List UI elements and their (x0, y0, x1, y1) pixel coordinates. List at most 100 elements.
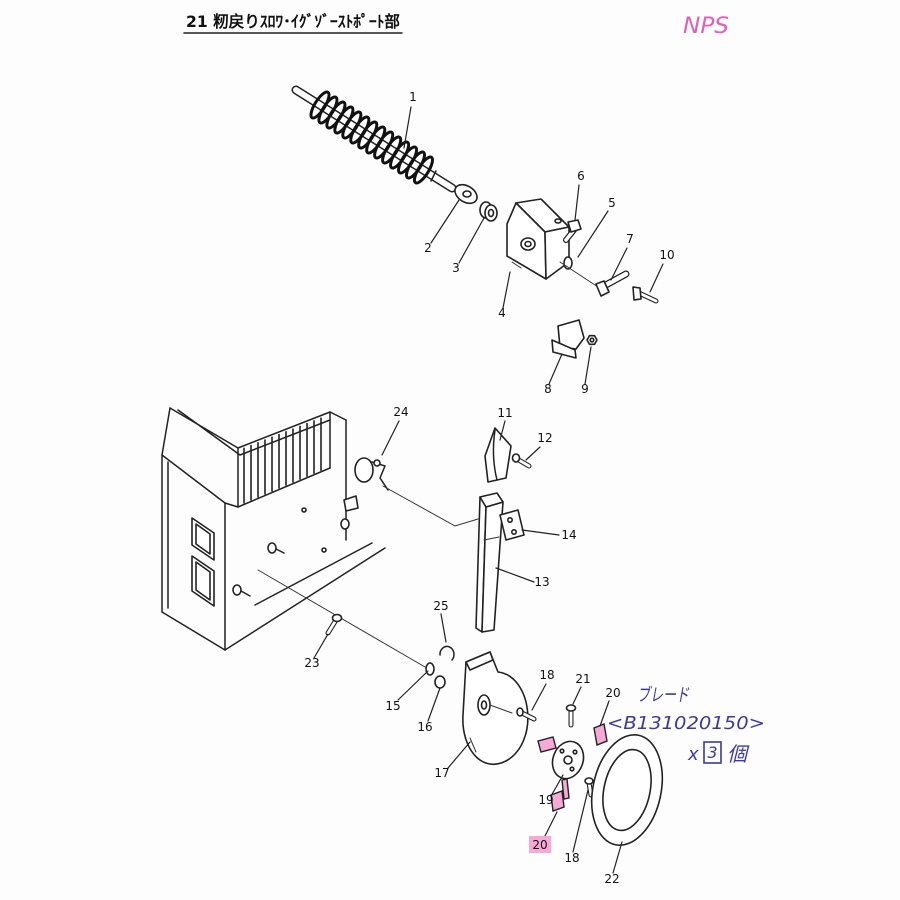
clip-cover (354, 457, 374, 483)
housing-right-face (544, 226, 570, 280)
leader-line (543, 811, 558, 839)
callout-19: 19 (538, 793, 553, 807)
leader-line (574, 184, 580, 221)
body-window-upper-inner (195, 523, 211, 555)
callout-20-highlight (529, 836, 551, 853)
callout-18-upper: 18 (539, 668, 554, 682)
washer-plate (454, 183, 478, 205)
callout-5: 5 (608, 196, 616, 210)
clip-eye (373, 459, 381, 467)
leader-line (447, 741, 471, 769)
cap-crease (492, 429, 498, 481)
callout-25: 25 (433, 599, 448, 613)
callout-23: 23 (304, 656, 319, 670)
housing-edge (469, 737, 477, 753)
leader-line (427, 687, 441, 722)
housing-block (506, 198, 570, 280)
body-edge (224, 547, 386, 651)
bolt-head (567, 219, 582, 233)
rivet-head (632, 286, 642, 301)
clip-spring (371, 461, 389, 491)
callout-20-upper: 20 (605, 686, 620, 700)
note-qty-prefix: x (687, 744, 699, 765)
bracket-14 (499, 509, 525, 541)
auger-shaft (293, 87, 455, 191)
leader-line (381, 420, 400, 456)
bolt-head (565, 704, 577, 712)
callout-20-lower: 20 (532, 838, 547, 852)
rivet-shank (637, 291, 658, 303)
housing-bore-inner (524, 240, 532, 248)
bolt-shank (587, 781, 593, 797)
bolt-18-upper (516, 707, 537, 722)
housing-spout (465, 651, 494, 671)
callout-14: 14 (561, 528, 576, 542)
bolt-shank (326, 618, 338, 635)
leader-line (531, 683, 547, 711)
body-edge (161, 611, 226, 651)
clip-ring-25 (439, 645, 455, 661)
clip-24 (354, 457, 389, 491)
duct-seam (483, 536, 500, 541)
callout-6: 6 (577, 169, 585, 183)
housing-slot (511, 261, 522, 269)
body-bolt-shank (275, 548, 285, 554)
connection-line (382, 485, 479, 527)
body-edge (254, 542, 373, 606)
leader-line (610, 247, 628, 281)
leader-line (521, 529, 560, 536)
page-title: 21 籾戻りｽﾛﾜ･ｲｸﾞｿﾞｰｽﾄﾎﾟｰﾄ部 (186, 12, 400, 31)
bushing-hole (487, 208, 495, 218)
auger-shaft-step (430, 170, 437, 182)
body-edge (224, 502, 239, 508)
bolt-head (331, 613, 343, 623)
leader-line (525, 446, 541, 461)
body-window-lower-inner (195, 561, 211, 601)
bolt-head (595, 280, 610, 297)
bolt-shank (520, 711, 536, 721)
cap-11 (484, 427, 512, 483)
body-small-bracket (343, 495, 359, 512)
note-qty: 3 (707, 743, 717, 762)
body-bolt (267, 542, 277, 554)
blade-20-lower (550, 778, 570, 812)
callout-1: 1 (409, 90, 417, 104)
leader-line (403, 106, 412, 149)
leader-line (577, 210, 609, 258)
nps-stamp: NPS (683, 14, 729, 39)
callout-11: 11 (497, 406, 512, 420)
body-rivet (321, 547, 327, 553)
leader-line (502, 271, 511, 309)
bracket-plate (499, 509, 525, 541)
auger-flight (412, 155, 434, 185)
bracket-hole (510, 528, 517, 535)
bolt-7 (595, 270, 630, 297)
nut-hole (589, 337, 595, 343)
blade-20-right (593, 723, 608, 746)
bolt-head (516, 707, 524, 717)
body-rivet (301, 507, 307, 513)
callout-15: 15 (385, 699, 400, 713)
callout-22: 22 (604, 872, 619, 886)
blade-arm (561, 778, 570, 800)
duct-front (481, 501, 504, 633)
hub-center (563, 755, 573, 765)
housing-volute (462, 651, 529, 765)
leader-line (499, 420, 506, 441)
hub-bolt-hole (569, 766, 575, 772)
blade-plate (550, 790, 565, 812)
callout-4: 4 (498, 306, 506, 320)
callout-7: 7 (626, 232, 634, 246)
bolt-21 (565, 704, 577, 728)
callout-18-lower: 18 (564, 851, 579, 865)
body-bolt-shank (240, 590, 251, 597)
bolt-23 (325, 613, 343, 636)
machine-body (161, 407, 386, 651)
leader-line (550, 774, 564, 797)
body-bolt (340, 518, 350, 530)
housing-shaft-line (489, 704, 513, 714)
leader-line (458, 217, 485, 264)
leader-line (572, 789, 589, 853)
cap-shell (484, 427, 512, 483)
